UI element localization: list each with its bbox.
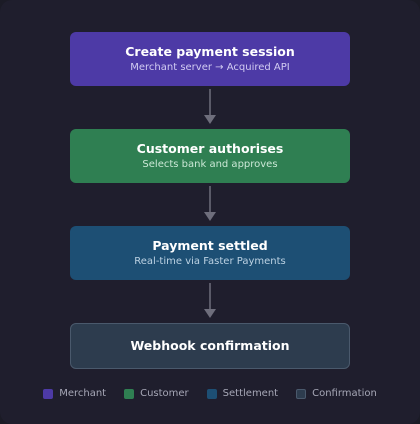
step-payment-settled: Payment settled Real-time via Faster Pay…	[70, 226, 350, 280]
step-title: Payment settled	[152, 237, 268, 253]
down-arrow-icon	[204, 89, 216, 124]
legend-label: Settlement	[222, 388, 279, 399]
legend-label: Confirmation	[312, 388, 377, 399]
legend-item-customer: Customer	[124, 388, 189, 399]
legend-swatch	[124, 388, 135, 399]
step-subtitle: Real-time via Faster Payments	[134, 255, 286, 267]
step-webhook-confirmation: Webhook confirmation	[70, 323, 350, 369]
step-title: Webhook confirmation	[130, 338, 290, 353]
step-title: Customer authorises	[136, 140, 284, 156]
legend-label: Merchant	[59, 388, 107, 399]
legend-item-settlement: Settlement	[206, 388, 279, 399]
legend-swatch	[296, 388, 307, 399]
step-subtitle: Merchant server → Acquired API	[130, 61, 290, 73]
legend-item-confirmation: Confirmation	[296, 388, 377, 399]
step-subtitle: Selects bank and approves	[142, 158, 278, 170]
legend-item-merchant: Merchant	[43, 388, 106, 399]
down-arrow-icon	[204, 186, 216, 221]
legend-label: Customer	[140, 388, 189, 399]
step-create-payment-session: Create payment session Merchant server →…	[70, 32, 350, 86]
legend-swatch	[206, 388, 217, 399]
legend-swatch	[43, 388, 54, 399]
down-arrow-icon	[204, 283, 216, 318]
step-customer-authorises: Customer authorises Selects bank and app…	[70, 129, 350, 183]
legend: Merchant Customer Settlement Confirmatio…	[0, 388, 420, 399]
step-title: Create payment session	[125, 43, 295, 59]
